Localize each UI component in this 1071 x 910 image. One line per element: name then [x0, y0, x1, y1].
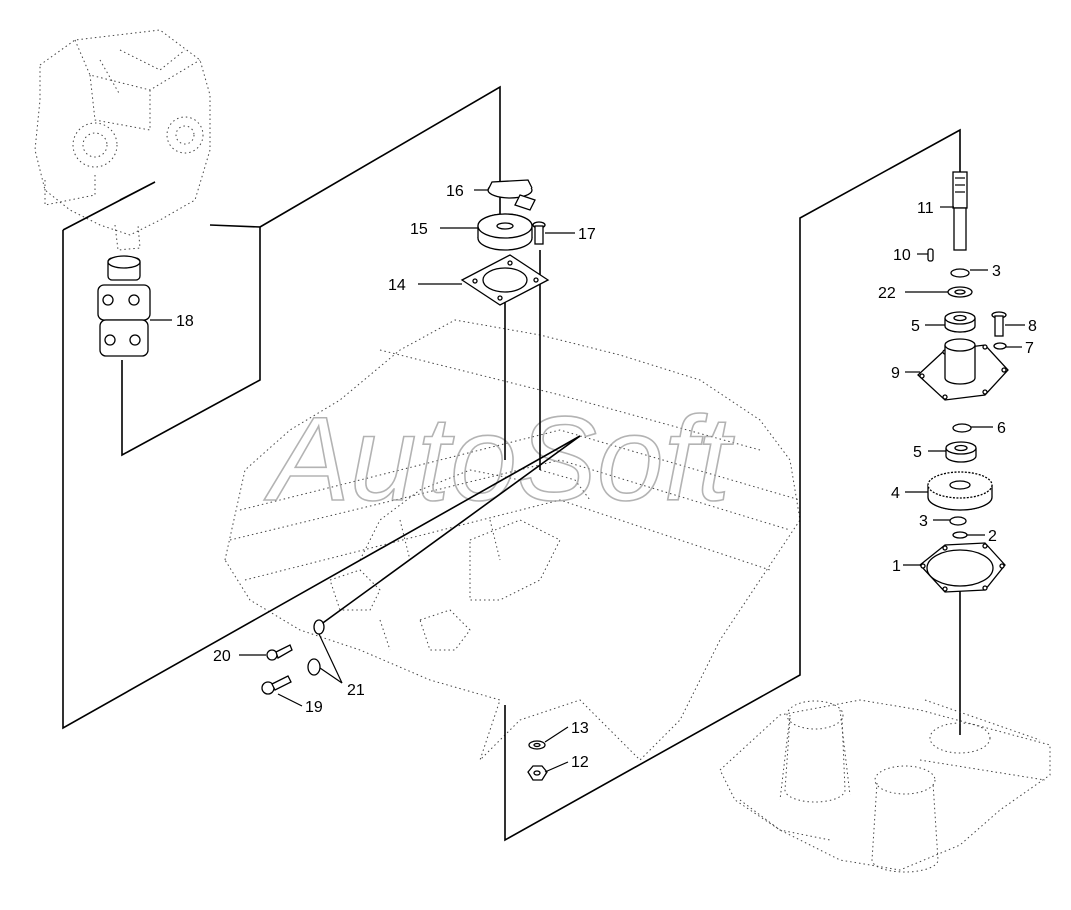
part-20-bolt [266, 644, 293, 661]
part-16-clamp [487, 179, 536, 211]
callout-21: 21 [347, 682, 365, 699]
callout-18: 18 [176, 313, 194, 330]
part-4-gear [927, 471, 993, 511]
part-8-bolt [991, 311, 1007, 337]
gearbox-assembly [34, 29, 211, 251]
callout-14: 14 [388, 277, 406, 294]
part-10-key [927, 248, 934, 262]
callout-19: 19 [305, 699, 323, 716]
part-13-washer [528, 740, 546, 750]
callout-15: 15 [410, 221, 428, 238]
frame-chassis [224, 319, 801, 761]
callout-8: 8 [1028, 318, 1037, 335]
part-3-ring-lower [949, 516, 967, 526]
mower-deck [719, 699, 1051, 873]
callout-12: 12 [571, 754, 589, 771]
callout-3-lower: 3 [919, 513, 928, 530]
callout-3-upper: 3 [992, 263, 1001, 280]
callout-leaders [150, 189, 1025, 773]
callout-2: 2 [988, 528, 997, 545]
part-1-gasket [919, 542, 1006, 593]
callout-labels: 16 15 17 14 18 11 10 3 22 5 8 7 9 6 5 4 … [176, 183, 1037, 771]
callout-4: 4 [891, 485, 900, 502]
part-3-ring-upper [950, 268, 970, 278]
callout-20: 20 [213, 648, 231, 665]
callout-11: 11 [917, 200, 934, 217]
part-9-housing [917, 338, 1009, 401]
part-2-ring [952, 531, 968, 539]
part-22-washer [947, 286, 973, 298]
part-15-cap [477, 213, 533, 251]
callout-9: 9 [891, 365, 900, 382]
part-5-bearing-upper [944, 311, 976, 333]
part-6-ring [952, 423, 972, 433]
watermark-text: AutoSoft [264, 392, 735, 526]
part-21-washers [307, 619, 325, 676]
part-7-washer [993, 342, 1007, 350]
part-19-bolt [261, 675, 292, 695]
callout-6: 6 [997, 420, 1006, 437]
assembly-lines [62, 85, 961, 842]
part-18-universal-joint [97, 255, 151, 357]
callout-22: 22 [878, 285, 896, 302]
callout-7: 7 [1025, 340, 1034, 357]
callout-13: 13 [571, 720, 589, 737]
callout-1: 1 [892, 558, 901, 575]
part-17-bolt [532, 221, 546, 245]
callout-5-upper: 5 [911, 318, 920, 335]
part-11-shaft [952, 171, 968, 251]
part-5-bearing-lower [945, 441, 977, 463]
callout-5-lower: 5 [913, 444, 922, 461]
part-12-nut [527, 765, 548, 781]
part-14-gasket-plate [460, 254, 550, 306]
callout-17: 17 [578, 226, 596, 243]
callout-16: 16 [446, 183, 464, 200]
callout-10: 10 [893, 247, 911, 264]
